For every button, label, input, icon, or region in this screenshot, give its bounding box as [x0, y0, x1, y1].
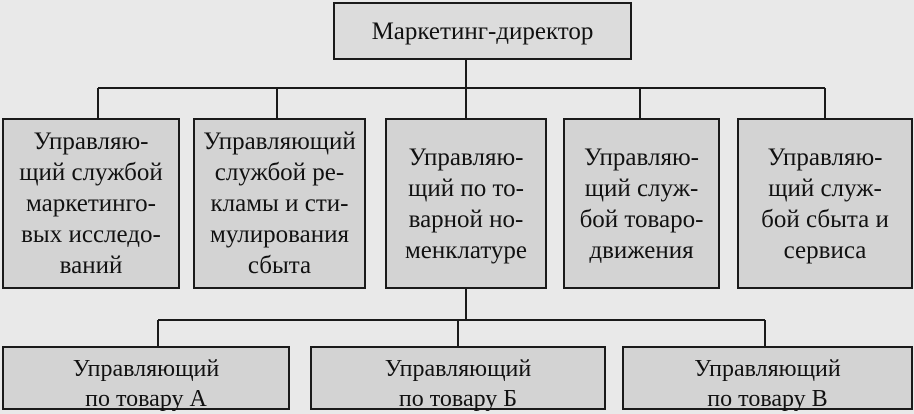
product-manager-c-box: Управляющий по товару В [622, 346, 913, 412]
manager-advertising-box: Управляющий службой ре- кламы и сти- мул… [193, 118, 366, 289]
manager-product-nomenclature-box: Управляю- щий по то- варной но- менклату… [385, 118, 547, 289]
manager-marketing-research-box: Управляю- щий службой маркетинго- вых ис… [2, 118, 180, 289]
product-manager-a-box: Управляющий по товару А [2, 346, 290, 412]
manager-distribution-box: Управляю- щий служ- бой товаро- движения [563, 118, 720, 289]
marketing-director-box: Маркетинг-директор [333, 2, 632, 60]
manager-sales-service-box: Управляю- щий служ- бой сбыта и сервиса [737, 118, 913, 289]
product-manager-b-box: Управляющий по товару Б [310, 346, 606, 412]
